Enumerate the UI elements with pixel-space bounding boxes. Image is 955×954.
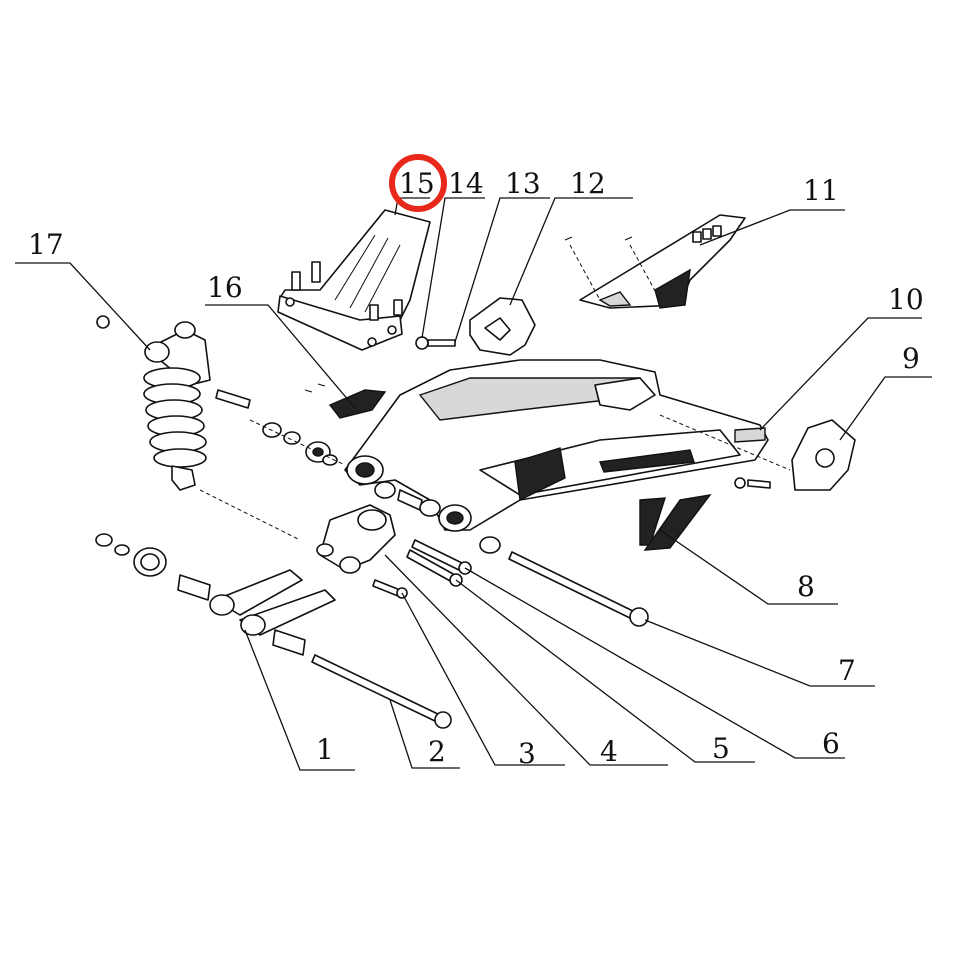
callout-4: 4 [600,735,618,768]
hugger-fender [277,209,431,351]
callout-16: 16 [207,271,243,304]
chain-slider [639,494,712,551]
assembly-line-shock [199,489,301,541]
assembly-line-pivot [249,419,346,466]
callout-17: 17 [28,228,64,261]
callout-3: 3 [518,737,536,770]
shock-spring [143,367,207,468]
bracket-16 [304,383,387,419]
callout-6: 6 [822,727,840,760]
long-bolts [311,539,649,729]
swingarm [344,359,769,532]
shock-absorber [96,315,251,491]
callout-labels: 1 2 3 4 5 6 7 8 9 10 11 12 13 14 15 16 1… [28,167,924,770]
bolt-13 [415,336,456,350]
callout-10: 10 [888,283,924,316]
callout-13: 13 [505,167,541,200]
callout-8: 8 [797,570,815,603]
callout-2: 2 [428,735,446,768]
leader-lines [15,197,932,771]
chain-guard-upper [564,214,746,309]
callout-9: 9 [902,342,920,375]
callout-12: 12 [570,167,606,200]
callout-5: 5 [712,732,730,765]
callout-7: 7 [838,654,856,687]
axle-block [734,419,856,491]
pivot-bearings [262,422,501,554]
assembly-line-axle [659,414,791,471]
callout-15: 15 [399,167,435,200]
callout-14: 14 [448,167,484,200]
highlight-circle [389,154,447,212]
callout-11: 11 [803,174,839,207]
linkage [95,504,396,656]
bracket-12 [469,297,536,356]
callout-1: 1 [316,733,334,766]
parts-drawing [95,209,856,729]
